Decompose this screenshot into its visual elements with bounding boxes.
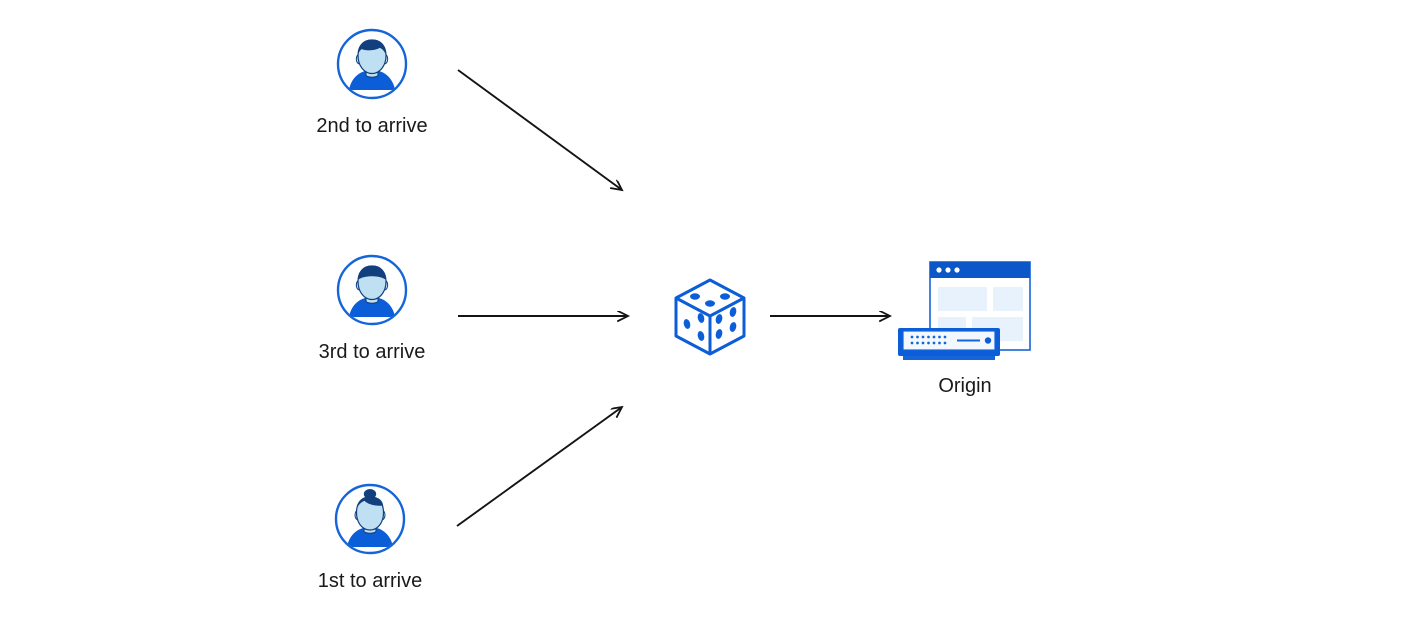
arrow-2nd-to-dice [457,69,622,190]
dice-icon [665,272,755,362]
client-label-2nd: 2nd to arrive [316,115,428,137]
user-avatar-short-hair-icon [336,254,408,326]
client-label-1st: 1st to arrive [317,570,423,592]
client-node-2nd[interactable]: 2nd to arrive [292,28,452,138]
user-avatar-bun-hair-icon [334,483,406,555]
user-avatar-short-hair-icon [336,28,408,100]
server-website-icon [895,260,1035,364]
randomizer-node[interactable] [655,272,765,362]
arrow-1st-to-dice [456,407,622,527]
origin-node[interactable]: Origin [865,260,1065,398]
origin-label: Origin [938,375,992,397]
client-label-3rd: 3rd to arrive [318,341,426,363]
client-node-3rd[interactable]: 3rd to arrive [292,254,452,364]
client-node-1st[interactable]: 1st to arrive [290,483,450,593]
router-device-shape [898,328,1000,360]
